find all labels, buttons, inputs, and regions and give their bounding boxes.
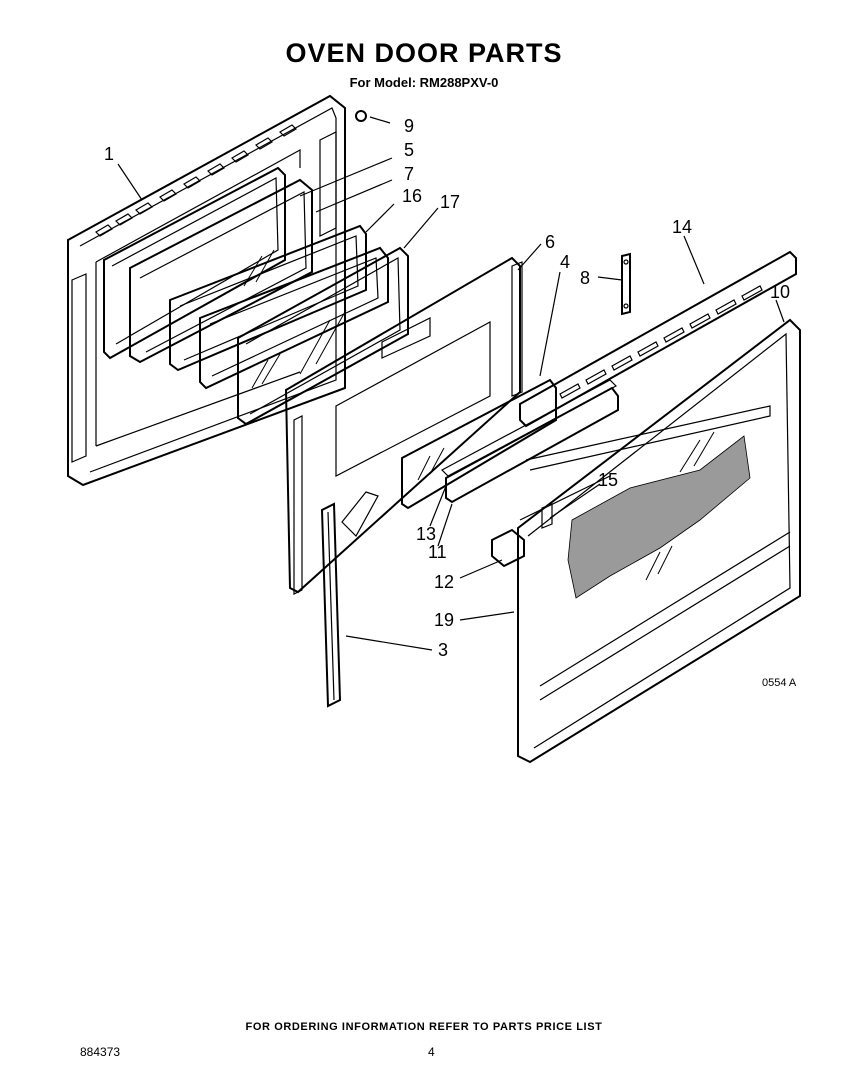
callout-5: 5 xyxy=(404,140,414,160)
callout-19: 19 xyxy=(434,610,454,630)
part-side-channel xyxy=(320,502,342,708)
callout-16: 16 xyxy=(402,186,422,206)
part-door-liner xyxy=(284,256,523,595)
callout-11: 11 xyxy=(428,542,447,562)
callout-13: 13 xyxy=(416,524,436,544)
part-screw xyxy=(355,110,367,122)
part-top-vent-trim xyxy=(519,250,797,428)
callout-7: 7 xyxy=(404,164,414,184)
part-outer-door xyxy=(517,318,801,764)
part-handle-trim xyxy=(401,378,619,510)
callout-14: 14 xyxy=(672,217,692,237)
part-inner-door-panel xyxy=(67,94,346,487)
callout-1: 1 xyxy=(104,144,114,164)
callout-6: 6 xyxy=(545,232,555,252)
callout-12: 12 xyxy=(434,572,454,592)
callout-3: 3 xyxy=(438,640,448,660)
leader-lines xyxy=(117,116,785,651)
part-hinge xyxy=(491,475,611,568)
part-insulation-frame xyxy=(199,246,389,390)
diagram-code: 0554 A xyxy=(762,677,797,689)
ordering-note: FOR ORDERING INFORMATION REFER TO PARTS … xyxy=(245,1021,603,1033)
page-number: 4 xyxy=(428,1045,435,1059)
callout-17: 17 xyxy=(440,192,460,212)
part-outer-glass xyxy=(237,246,409,426)
part-glass-pack xyxy=(129,178,313,364)
part-bracket xyxy=(621,252,631,316)
callout-8: 8 xyxy=(580,268,590,288)
callout-15: 15 xyxy=(598,470,618,490)
callout-10: 10 xyxy=(770,282,790,302)
page-title: OVEN DOOR PARTS xyxy=(285,38,563,68)
model-number: For Model: RM288PXV-0 xyxy=(349,75,499,90)
part-glass-retainer xyxy=(103,166,286,360)
callout-9: 9 xyxy=(404,116,414,136)
callout-4: 4 xyxy=(560,252,570,272)
document-number: 884373 xyxy=(80,1045,121,1059)
part-inner-glass xyxy=(169,224,367,372)
